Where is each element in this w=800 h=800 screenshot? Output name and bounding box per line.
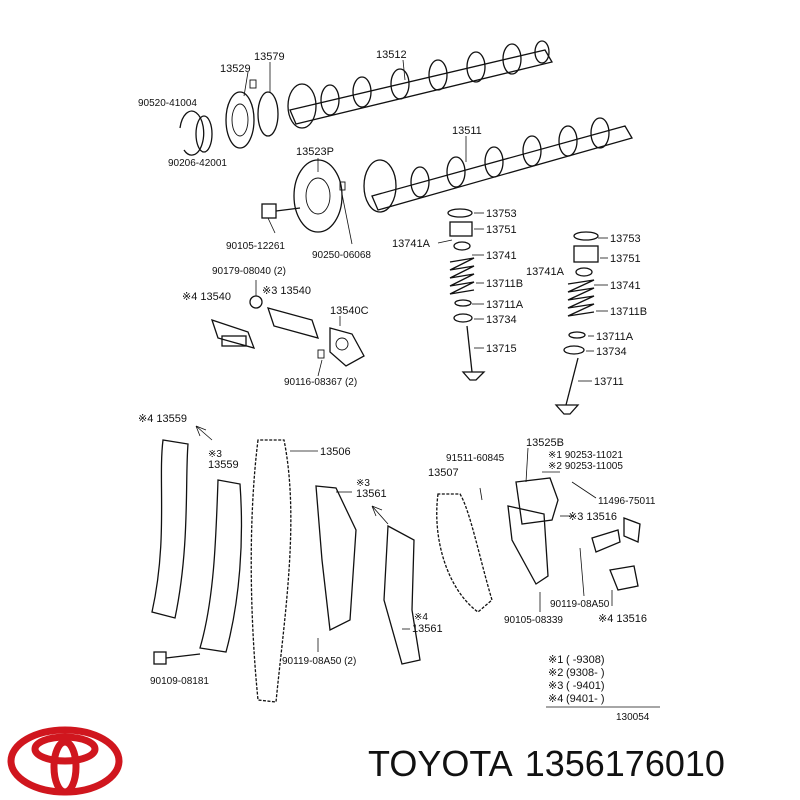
label-13559-b: 13559 xyxy=(208,459,239,471)
legend-range-1: ( -9308) xyxy=(566,654,605,666)
label-90179-08040: 90179-08040 (2) xyxy=(212,266,286,277)
label-13711a-b: 13711A xyxy=(596,331,634,343)
label-90253-11005: ※2 90253-11005 xyxy=(548,461,623,472)
label-13559-mark: ※3 xyxy=(208,449,222,460)
part-labels: 13512 13579 13529 90520-41004 90206-4200… xyxy=(138,49,656,687)
label-13511: 13511 xyxy=(452,125,482,137)
timing-chain-13506 xyxy=(250,439,292,703)
chain-slipper-13561-a xyxy=(315,485,357,631)
chain-slipper-13561-b xyxy=(383,524,421,665)
label-13523p: 13523P xyxy=(296,146,334,158)
label-13753-a: 13753 xyxy=(486,208,517,220)
snap-ring-90520 xyxy=(179,110,205,156)
tensioner-13540-a xyxy=(210,318,256,349)
legend-range-2: (9308- ) xyxy=(566,667,605,679)
figure-code: 130054 xyxy=(616,712,650,723)
label-13741a-b: 13741A xyxy=(526,266,565,278)
label-13711: 13711 xyxy=(594,376,624,388)
label-13711b-b: 13711B xyxy=(610,306,647,318)
legend-mark-4: ※4 xyxy=(548,693,563,705)
toyota-logo-icon xyxy=(7,726,123,796)
valve-stack-a xyxy=(447,208,486,381)
chain-tensioner-13525b xyxy=(507,477,559,585)
label-13506: 13506 xyxy=(320,446,351,458)
label-13561-b: 13561 xyxy=(412,623,443,635)
legend-mark-3: ※3 xyxy=(548,680,563,692)
label-13711a-a: 13711A xyxy=(486,299,524,311)
label-13715: 13715 xyxy=(486,343,517,355)
legend-mark-1: ※1 xyxy=(548,654,563,666)
label-13525b: 13525B xyxy=(526,437,564,449)
camshaft-lower xyxy=(363,117,633,213)
label-13753-b: 13753 xyxy=(610,233,641,245)
label-13711b-a: 13711B xyxy=(486,278,523,290)
label-13741-a: 13741 xyxy=(486,250,517,262)
ring-90206 xyxy=(195,115,213,153)
label-13559-a: ※4 13559 xyxy=(138,413,187,425)
cam-gear-13529 xyxy=(225,79,257,149)
label-91511-60845: 91511-60845 xyxy=(446,453,505,464)
label-13734-a: 13734 xyxy=(486,314,517,326)
timing-chain-13507 xyxy=(436,493,493,613)
label-13751-a: 13751 xyxy=(486,224,517,236)
label-90116-08367: 90116-08367 (2) xyxy=(284,377,357,388)
gasket-13540c xyxy=(317,327,365,367)
label-13561-a-mark: ※3 xyxy=(356,478,370,489)
label-90206-42001: 90206-42001 xyxy=(168,158,227,169)
label-13529: 13529 xyxy=(220,63,251,75)
label-90105-12261: 90105-12261 xyxy=(226,241,285,252)
chain-guide-13559-a xyxy=(151,439,189,619)
label-13579: 13579 xyxy=(254,51,285,63)
label-13734-b: 13734 xyxy=(596,346,627,358)
label-13512: 13512 xyxy=(376,49,407,61)
label-13516-a: ※3 13516 xyxy=(568,511,617,523)
label-13507: 13507 xyxy=(428,467,459,479)
leader-lines xyxy=(243,59,613,652)
label-90105-08339: 90105-08339 xyxy=(504,615,563,626)
camshaft-upper xyxy=(287,40,554,129)
part-number: 1356176010 xyxy=(524,743,725,784)
brand-name: TOYOTA xyxy=(368,743,513,784)
arrow-icon xyxy=(195,425,389,525)
label-90520-41004: 90520-41004 xyxy=(138,98,197,109)
label-13540-a: ※4 13540 xyxy=(182,291,231,303)
chain-guide-13559-b xyxy=(199,479,243,653)
legend-range-4: (9401- ) xyxy=(566,693,605,705)
label-90250-06068: 90250-06068 xyxy=(312,250,371,261)
bolt-90105-12261 xyxy=(261,203,301,219)
cam-sprocket-13523p xyxy=(293,159,346,233)
brand-caption: TOYOTA 1356176010 xyxy=(368,736,737,792)
label-13741a-a: 13741A xyxy=(392,238,431,250)
cam-gear-13579 xyxy=(257,91,279,137)
label-13741-b: 13741 xyxy=(610,280,641,292)
label-13540c: 13540C xyxy=(330,305,369,317)
label-11496-75011: 11496-75011 xyxy=(598,496,656,507)
label-13516-b: ※4 13516 xyxy=(598,613,647,625)
valve-stack-b xyxy=(554,231,599,415)
legend: ※1 ( -9308) ※2 (9308- ) ※3 ( -9401) ※4 (… xyxy=(546,654,660,723)
legend-mark-2: ※2 xyxy=(548,667,563,679)
label-13751-b: 13751 xyxy=(610,253,641,265)
label-13561-b-mark: ※4 xyxy=(414,612,428,623)
legend-range-3: ( -9401) xyxy=(566,680,605,692)
label-13540-b: ※3 13540 xyxy=(262,285,311,297)
bolt-90109 xyxy=(153,651,201,665)
label-13561-a: 13561 xyxy=(356,488,387,500)
label-90253-11021: ※1 90253-11021 xyxy=(548,450,623,461)
tensioner-13540-b xyxy=(249,295,320,339)
label-90119-08a50-2: 90119-08A50 (2) xyxy=(282,656,356,667)
plates-13516 xyxy=(591,517,641,591)
label-90109-08181: 90109-08181 xyxy=(150,676,209,687)
label-90119-08a50: 90119-08A50 xyxy=(550,599,610,610)
